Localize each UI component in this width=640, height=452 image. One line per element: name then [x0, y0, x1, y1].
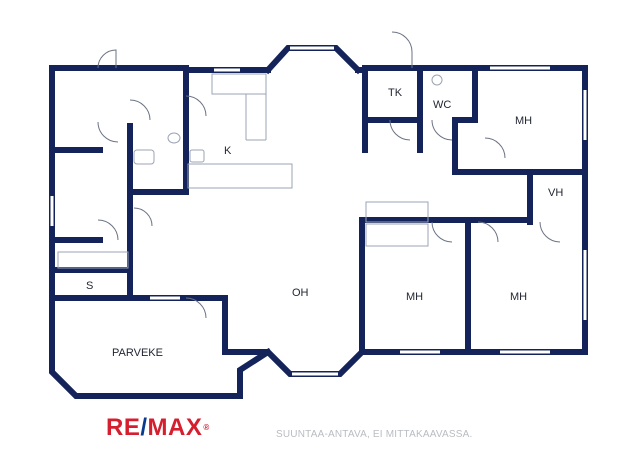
- room-label-mh-top: MH: [515, 115, 532, 127]
- room-label-wc: WC: [433, 99, 451, 111]
- remax-logo: RE/MAX®: [106, 416, 210, 440]
- room-label-parveke: PARVEKE: [112, 347, 163, 359]
- disclaimer-note: SUUNTAA-ANTAVA, EI MITTAKAAVASSA.: [276, 429, 473, 440]
- exterior-walls: [49, 45, 588, 399]
- room-label-mh-mid: MH: [406, 291, 423, 303]
- room-label-mh-right: MH: [510, 291, 527, 303]
- interior-fixtures: [57, 73, 443, 269]
- room-label-k: K: [224, 145, 232, 157]
- door-swings: [97, 31, 561, 319]
- room-label-tk: TK: [388, 87, 403, 99]
- room-label-vh: VH: [548, 187, 563, 199]
- logo-registered-mark: ®: [203, 423, 210, 432]
- window-openings: [50, 46, 587, 376]
- logo-re: RE: [106, 414, 141, 441]
- logo-max: MAX: [147, 414, 203, 441]
- room-label-oh: OH: [292, 287, 309, 299]
- logo-slash: /: [140, 414, 148, 441]
- room-label-s: S: [86, 280, 93, 292]
